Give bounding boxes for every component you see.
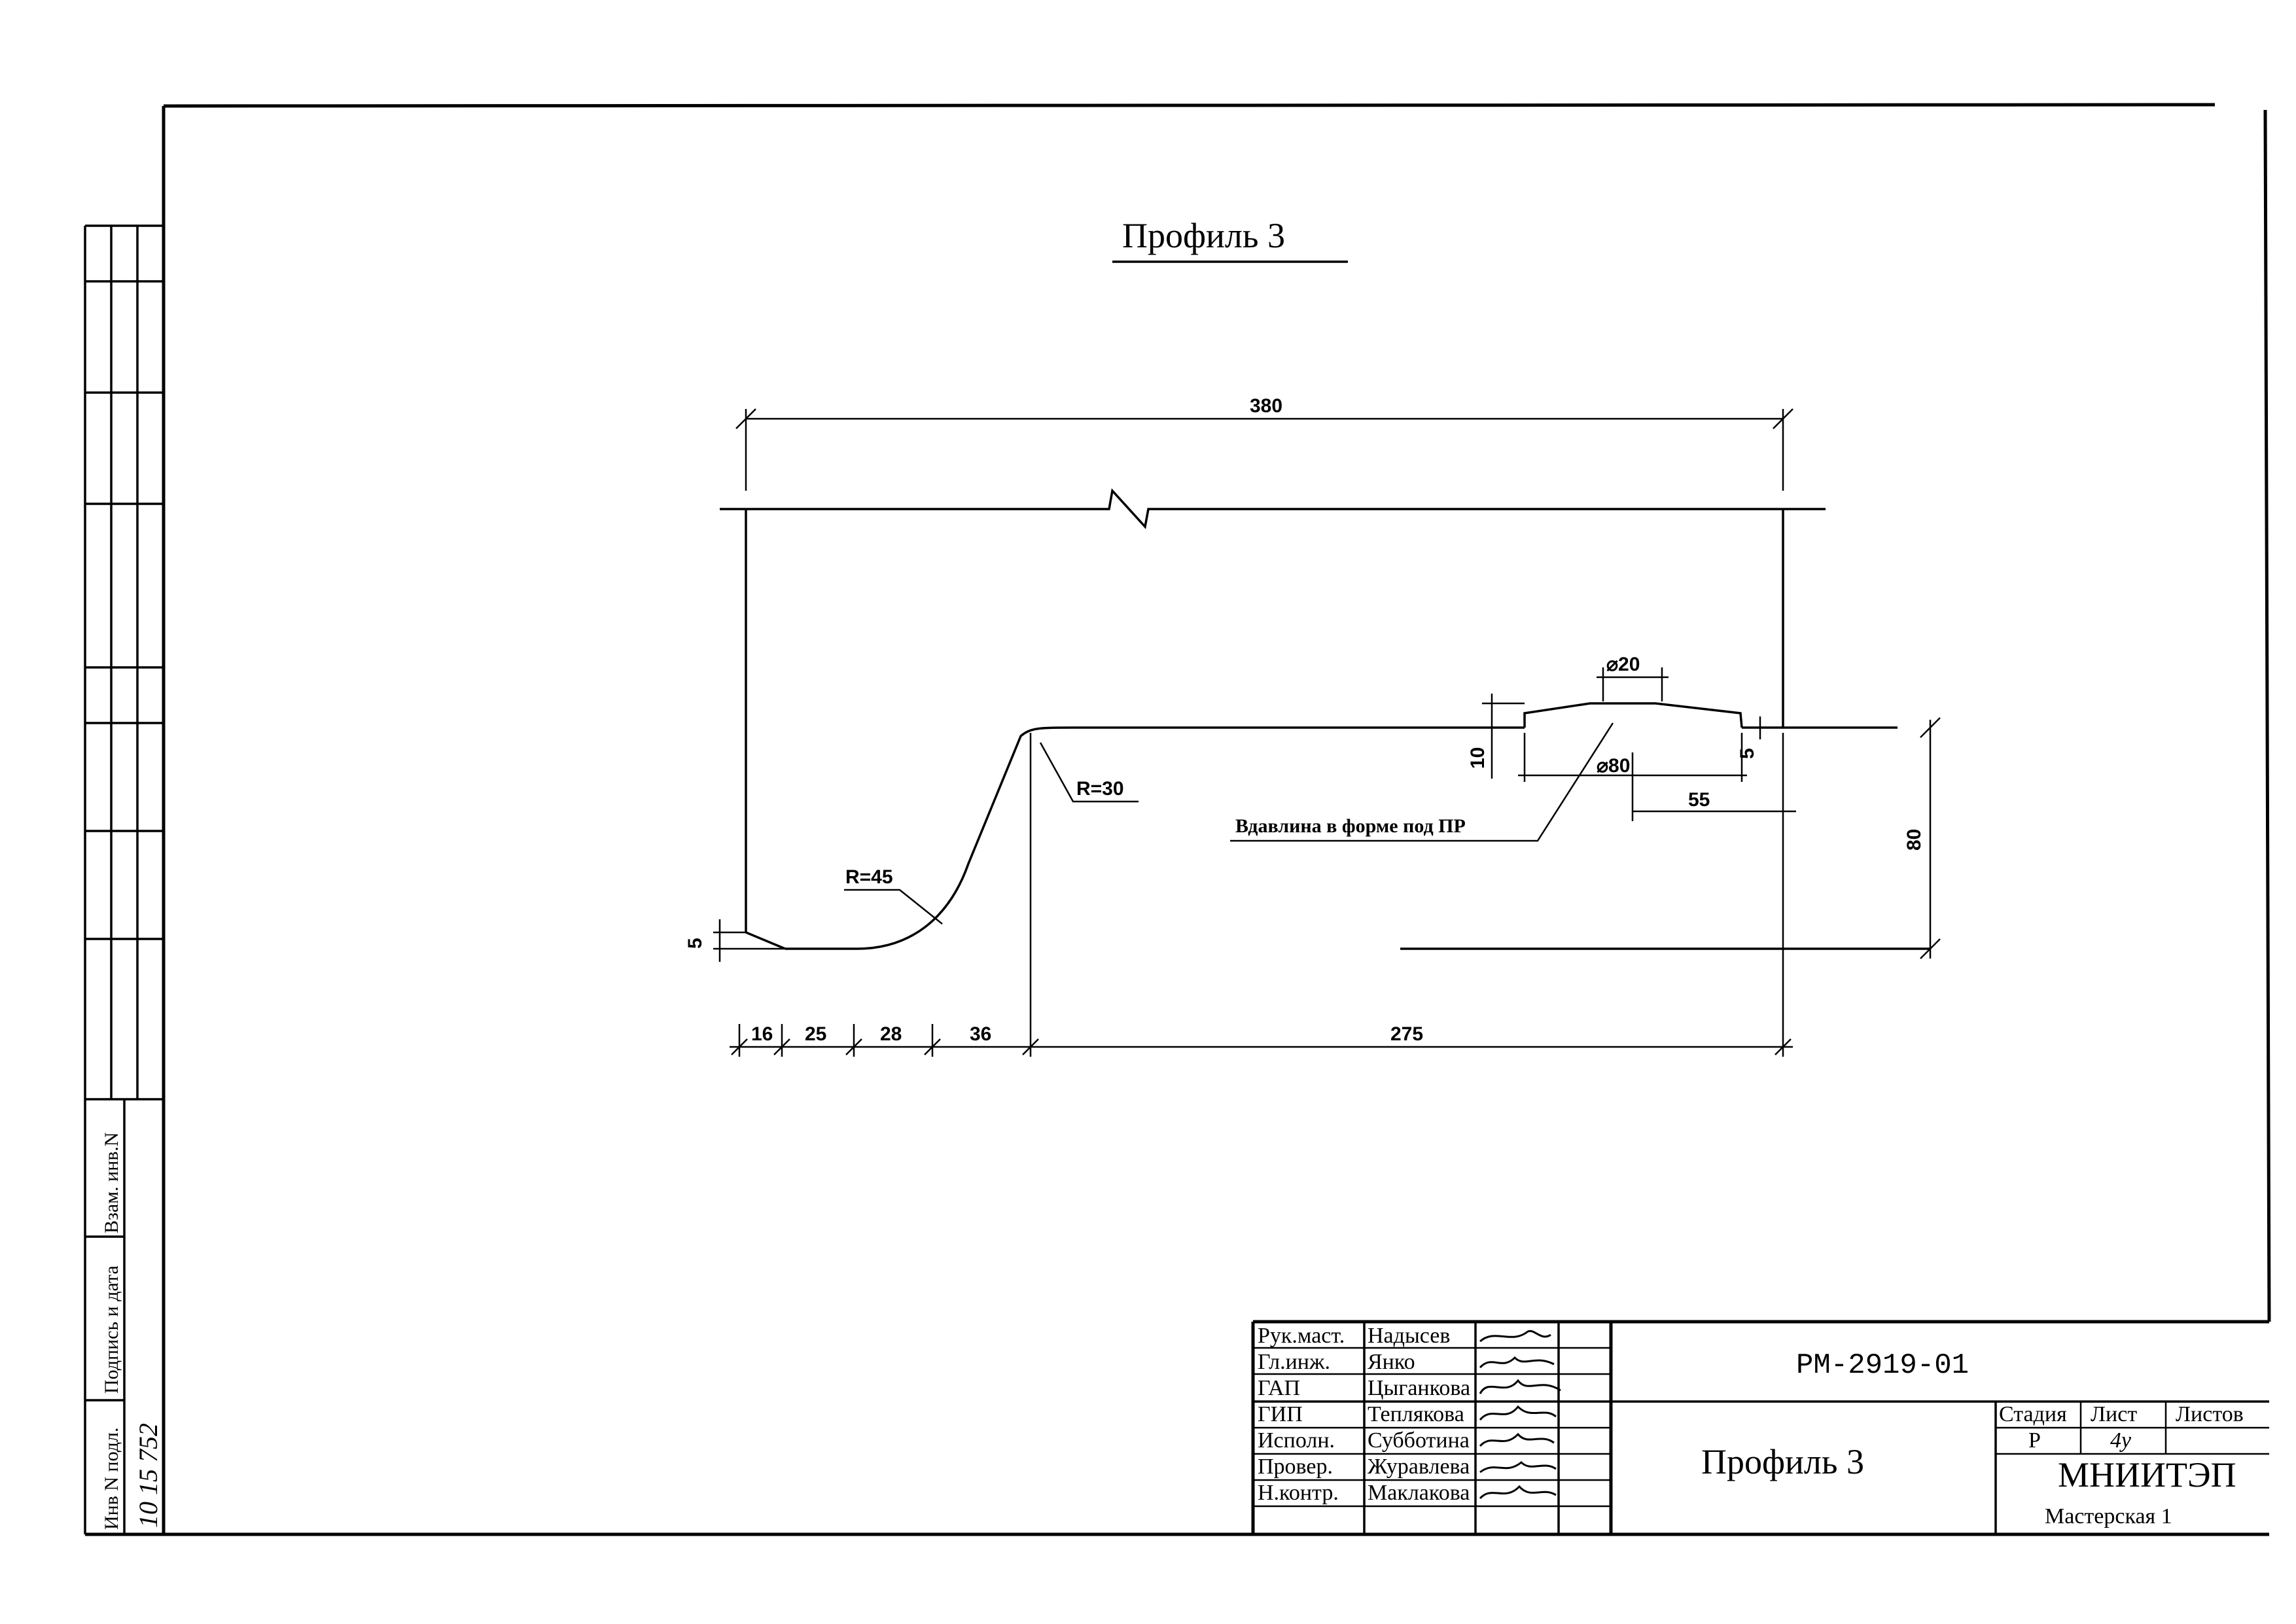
dimension-lines bbox=[713, 408, 1941, 1057]
top-break-line bbox=[720, 488, 1826, 529]
sheet-frame bbox=[85, 103, 2271, 1536]
name-2: Янко bbox=[1368, 1350, 1415, 1374]
radius-30-label: R=30 bbox=[1076, 778, 1124, 800]
vzam-inv-label: Взам. инв.N bbox=[101, 1132, 122, 1233]
name-1: Надысев bbox=[1368, 1324, 1450, 1348]
dim-left-5: 5 bbox=[684, 938, 706, 949]
signature-date-label: Подпись и дата bbox=[101, 1265, 122, 1394]
dim-16: 16 bbox=[751, 1023, 773, 1045]
dim-36: 36 bbox=[970, 1023, 991, 1045]
title-block bbox=[1251, 1320, 2269, 1534]
organization: МНИИТЭП bbox=[2058, 1455, 2236, 1494]
drawing-title: Профиль 3 bbox=[1122, 216, 1285, 255]
recess-profile bbox=[1523, 702, 1743, 728]
dim-380: 380 bbox=[1250, 395, 1282, 417]
stage-label: Стадия bbox=[1999, 1402, 2067, 1426]
inv-number-value: 10 15 752 bbox=[133, 1423, 163, 1528]
dim-right-5: 5 bbox=[1737, 748, 1758, 759]
dim-55: 55 bbox=[1688, 789, 1710, 811]
dim-depth-10: 10 bbox=[1467, 747, 1489, 769]
recess-note: Вдавлина в форме под ПР bbox=[1235, 815, 1466, 837]
stage-value: Р bbox=[2028, 1428, 2041, 1453]
sheets-label: Листов bbox=[2176, 1402, 2244, 1426]
sheet-label: Лист bbox=[2091, 1402, 2137, 1426]
dim-dia-80: ⌀80 bbox=[1597, 755, 1630, 777]
role-2: Гл.инж. bbox=[1258, 1350, 1330, 1374]
sheet-value: 4у bbox=[2110, 1428, 2132, 1453]
dim-28: 28 bbox=[880, 1023, 902, 1045]
document-code: РМ-2919-01 bbox=[1796, 1349, 1969, 1382]
name-4: Теплякова bbox=[1368, 1402, 1464, 1426]
name-3: Цыганкова bbox=[1368, 1376, 1470, 1400]
inv-number-label: Инв N подл. bbox=[101, 1428, 122, 1530]
name-6: Журавлева bbox=[1368, 1455, 1470, 1479]
role-4: ГИП bbox=[1258, 1402, 1303, 1426]
role-7: Н.контр. bbox=[1258, 1481, 1339, 1505]
role-5: Исполн. bbox=[1258, 1428, 1335, 1453]
role-1: Рук.маст. bbox=[1258, 1324, 1345, 1348]
profile-outline bbox=[720, 488, 1930, 950]
dim-dia-20: ⌀20 bbox=[1606, 654, 1640, 675]
name-5: Субботина bbox=[1368, 1428, 1470, 1453]
side-stamp: Взам. инв.N Подпись и дата Инв N подл. 1… bbox=[84, 224, 164, 1534]
radius-45-label: R=45 bbox=[845, 866, 893, 888]
dim-275: 275 bbox=[1390, 1023, 1423, 1045]
name-7: Маклакова bbox=[1368, 1481, 1470, 1505]
role-6: Провер. bbox=[1258, 1455, 1333, 1479]
role-3: ГАП bbox=[1258, 1376, 1300, 1400]
signatures bbox=[1479, 1330, 1561, 1500]
dim-80: 80 bbox=[1903, 829, 1925, 851]
dim-25: 25 bbox=[805, 1023, 826, 1045]
sheet-title: Профиль 3 bbox=[1701, 1442, 1864, 1481]
workshop: Мастерская 1 bbox=[2045, 1504, 2172, 1528]
